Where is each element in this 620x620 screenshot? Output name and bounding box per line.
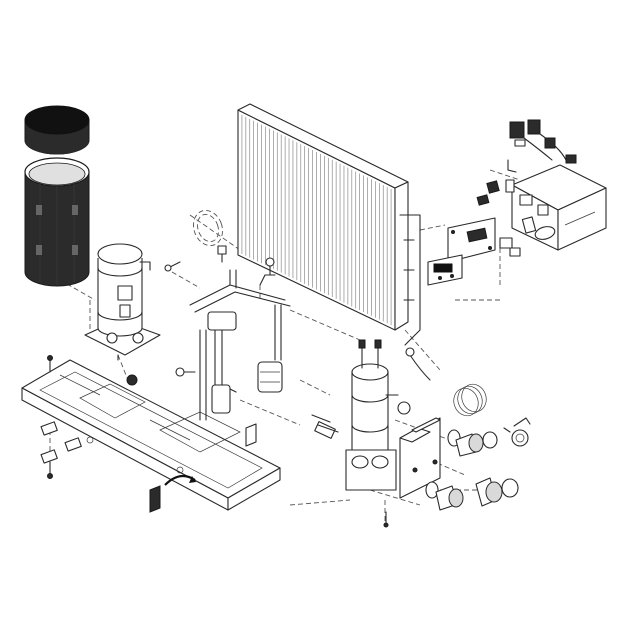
filter-sleeve [24, 157, 90, 287]
compressor [84, 243, 161, 361]
piping-assembly [175, 245, 291, 421]
control-panel [447, 217, 496, 263]
condenser-coil [237, 103, 421, 346]
mounting-screws [47, 355, 53, 479]
rubber-feet [40, 421, 82, 464]
condenser-fins [241, 114, 392, 326]
mounting-bracket [399, 417, 441, 499]
union-fittings [317, 424, 519, 528]
coiled-tube-right [405, 347, 487, 417]
connectors [476, 119, 577, 257]
filter-cover-cap [24, 105, 90, 155]
base-tray [21, 359, 281, 511]
coiled-tube [193, 209, 223, 247]
control-box [511, 164, 607, 251]
pressure-gauge [503, 417, 531, 447]
heat-exchanger-cylinder [345, 339, 411, 491]
control-display [427, 254, 463, 286]
tray-bracket [149, 423, 257, 513]
